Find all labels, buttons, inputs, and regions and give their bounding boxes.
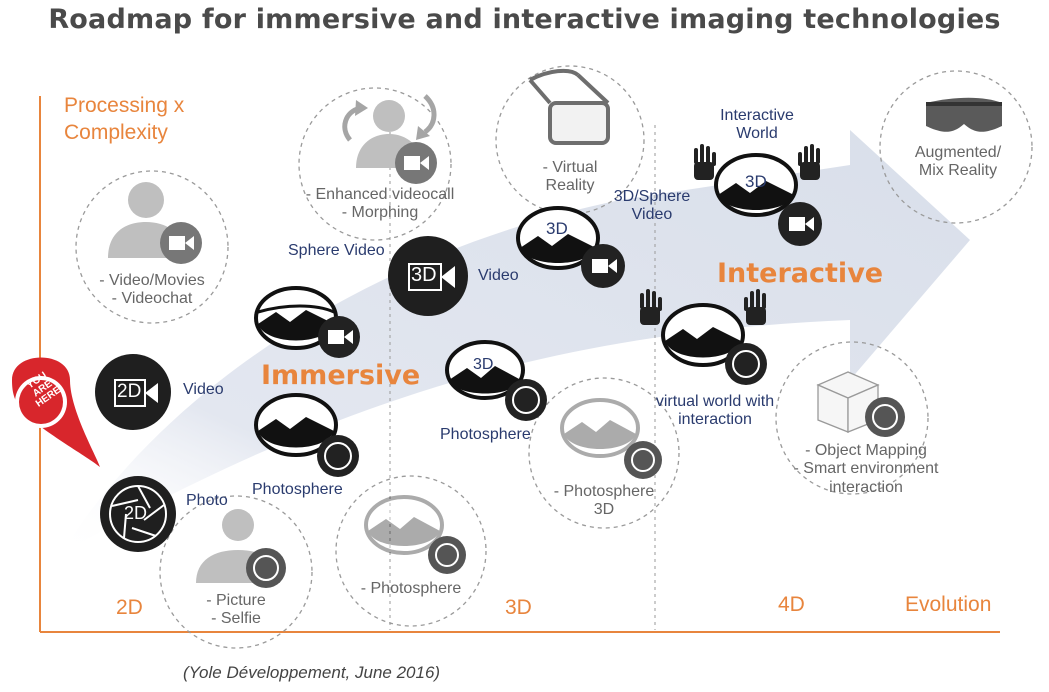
bubble-photosphere-text: - Photosphere — [351, 580, 471, 598]
label-photosphere-3d: Photosphere — [440, 426, 531, 443]
video-2d-icon-text: 2D — [117, 381, 142, 402]
sphere-headset-3d-photosphere — [445, 340, 525, 400]
label-photo: Photo — [186, 492, 228, 509]
stage-label-2d: 2D — [116, 596, 143, 619]
y-axis-label-line2: Complexity — [64, 121, 168, 144]
sphere-headset-virtual-world — [661, 303, 745, 367]
bubble-enhanced — [298, 87, 452, 241]
bubble-videochat-line2: - Videochat — [111, 290, 193, 308]
videocam-badge-3d-video — [581, 244, 625, 288]
interactive-world-icon-text: 3D — [745, 172, 767, 191]
bubble-enhanced-line2: - Morphing — [341, 204, 419, 222]
label-interactive-world-line2: World — [736, 125, 778, 143]
bubble-vr — [495, 65, 645, 215]
bubble-objectmapping-text: - Object Mapping - Smart environment int… — [781, 442, 951, 497]
page-title: Roadmap for immersive and interactive im… — [48, 4, 1001, 35]
you-are-here-pin — [12, 357, 100, 467]
evolution-arrow — [60, 130, 970, 555]
bubble-vr-text: - Virtual Reality — [530, 159, 610, 196]
sphere-headset-3d-video — [516, 206, 600, 270]
bubble-objectmapping — [775, 341, 929, 495]
hand-icon-left-vw — [640, 289, 662, 325]
sphere-headset-faded-3d-photosphere — [560, 398, 640, 458]
bubble-picture-text: - Picture - Selfie — [196, 592, 276, 629]
photo-2d-icon — [100, 476, 176, 552]
label-3d-sphere-video-line2: Video — [631, 206, 673, 224]
label-photosphere: Photosphere — [252, 481, 343, 498]
aperture-badge-photosphere — [317, 435, 359, 477]
label-interactive-world: Interactive World — [712, 107, 802, 144]
stage-label-4d: 4D — [778, 593, 805, 616]
label-interactive-world-line1: Interactive — [720, 107, 794, 124]
bubble-picture-line2: - Selfie — [211, 610, 261, 628]
bubble-objectmapping-line3: interaction — [829, 478, 903, 496]
label-virtual-world-line2: interaction — [678, 411, 752, 429]
bubble-vr-line2: Reality — [545, 177, 595, 195]
aperture-badge-picture — [246, 548, 286, 588]
bubble-objectmapping-line2: - Smart environment — [793, 460, 939, 478]
video-3d-icon — [388, 236, 468, 316]
bubble-ar — [879, 70, 1033, 224]
bubble-objectmapping-line1: - Object Mapping — [805, 442, 927, 459]
aperture-badge-3d-photosphere — [505, 379, 547, 421]
label-video-2d: Video — [183, 381, 224, 398]
bubble-photosphere3d — [528, 377, 680, 529]
aperture-badge-faded-photosphere — [428, 536, 466, 574]
bubble-enhanced-line1: - Enhanced videocall — [305, 186, 455, 203]
label-sphere-video: Sphere Video — [288, 242, 385, 259]
label-virtual-world-line1: virtual world with — [655, 393, 775, 410]
stage-label-3d: 3D — [505, 596, 532, 619]
bubble-videochat-text: - Video/Movies - Videochat — [82, 272, 222, 309]
videocam-badge-interactive-world — [778, 202, 822, 246]
sphere-headset-faded-photosphere — [364, 495, 444, 555]
bubble-picture — [159, 495, 313, 649]
sphere-headset-photosphere — [254, 393, 338, 457]
aperture-badge-objectmapping — [865, 397, 905, 437]
bubble-photosphere3d-line2: 3D — [593, 501, 615, 519]
phase-label-interactive: Interactive — [717, 258, 884, 289]
bubble-enhanced-text: - Enhanced videocall - Morphing — [300, 186, 460, 223]
sphere-3d-video-icon-text: 3D — [546, 219, 568, 238]
label-video-3d: Video — [478, 267, 519, 284]
hand-icon-right-vw — [744, 289, 766, 325]
bubble-videochat-line1: - Video/Movies — [99, 272, 205, 289]
y-axis-label-line1: Processing x — [64, 94, 185, 117]
sphere-headset-sphere-video — [254, 286, 338, 350]
source-caption: (Yole Développement, June 2016) — [183, 663, 441, 682]
bubble-photosphere3d-text: - Photosphere 3D — [544, 483, 664, 520]
videocam-badge-enhanced — [395, 142, 437, 184]
hand-icon-right-world — [798, 144, 820, 180]
label-virtual-world: virtual world with interaction — [640, 393, 790, 430]
bubble-ar-line2: Mix Reality — [918, 162, 998, 180]
bubble-videochat — [75, 170, 229, 324]
hand-icon-left-world — [694, 144, 716, 180]
aperture-badge-virtual-world — [725, 343, 767, 385]
photosphere-3d-icon-text: 3D — [473, 356, 494, 373]
label-3d-sphere-video-line1: 3D/Sphere — [613, 188, 691, 205]
photo-2d-icon-text: 2D — [124, 503, 148, 523]
aperture-badge-faded-3d-photosphere — [624, 441, 662, 479]
video-2d-icon — [95, 354, 171, 430]
bubble-photosphere-line1: - Photosphere — [360, 580, 462, 597]
ar-glasses-icon — [926, 97, 1002, 132]
sphere-headset-interactive-world — [714, 153, 798, 217]
phase-label-immersive: Immersive — [261, 360, 421, 391]
videocam-badge-sphere-video — [318, 316, 360, 358]
x-axis-label-evolution: Evolution — [905, 593, 992, 616]
label-3d-sphere-video: 3D/Sphere Video — [610, 188, 694, 225]
vr-headset-icon — [528, 68, 610, 145]
bubble-ar-line1: Augmented/ — [914, 144, 1002, 161]
bubble-vr-line1: - Virtual — [542, 159, 598, 176]
video-3d-icon-text: 3D — [411, 264, 437, 286]
videocam-badge-videochat — [160, 222, 202, 264]
bubble-picture-line1: - Picture — [206, 592, 266, 609]
bubble-photosphere3d-line1: - Photosphere — [553, 483, 655, 500]
bubble-ar-text: Augmented/ Mix Reality — [906, 144, 1010, 181]
bubble-photosphere — [335, 475, 487, 627]
